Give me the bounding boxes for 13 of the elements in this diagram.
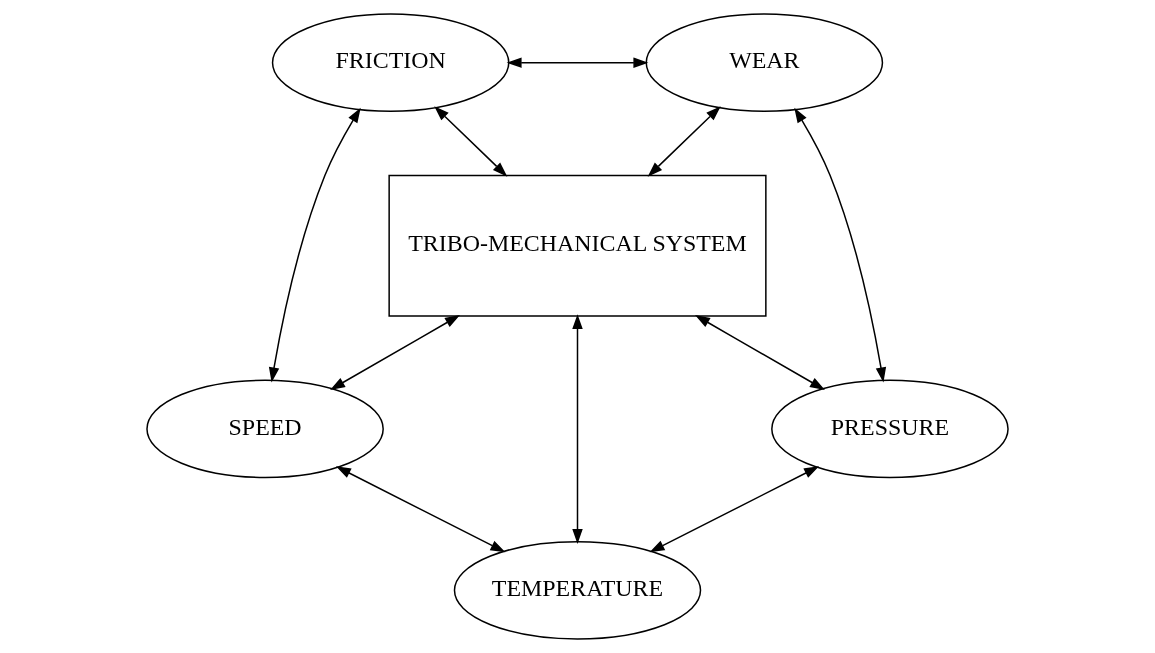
arrow [649, 466, 820, 553]
arrow [695, 315, 825, 390]
arrow [572, 314, 583, 544]
arrow [335, 466, 506, 553]
arrow [330, 315, 460, 390]
node-ellipse: WEAR [645, 13, 884, 112]
arrow [268, 107, 361, 383]
node-box: TRIBO-MECHANICAL SYSTEM [388, 174, 767, 317]
arrow [794, 107, 887, 383]
arrow [434, 106, 508, 177]
arrow [647, 106, 721, 177]
arrow [506, 57, 649, 68]
node-ellipse: FRICTION [271, 13, 510, 112]
